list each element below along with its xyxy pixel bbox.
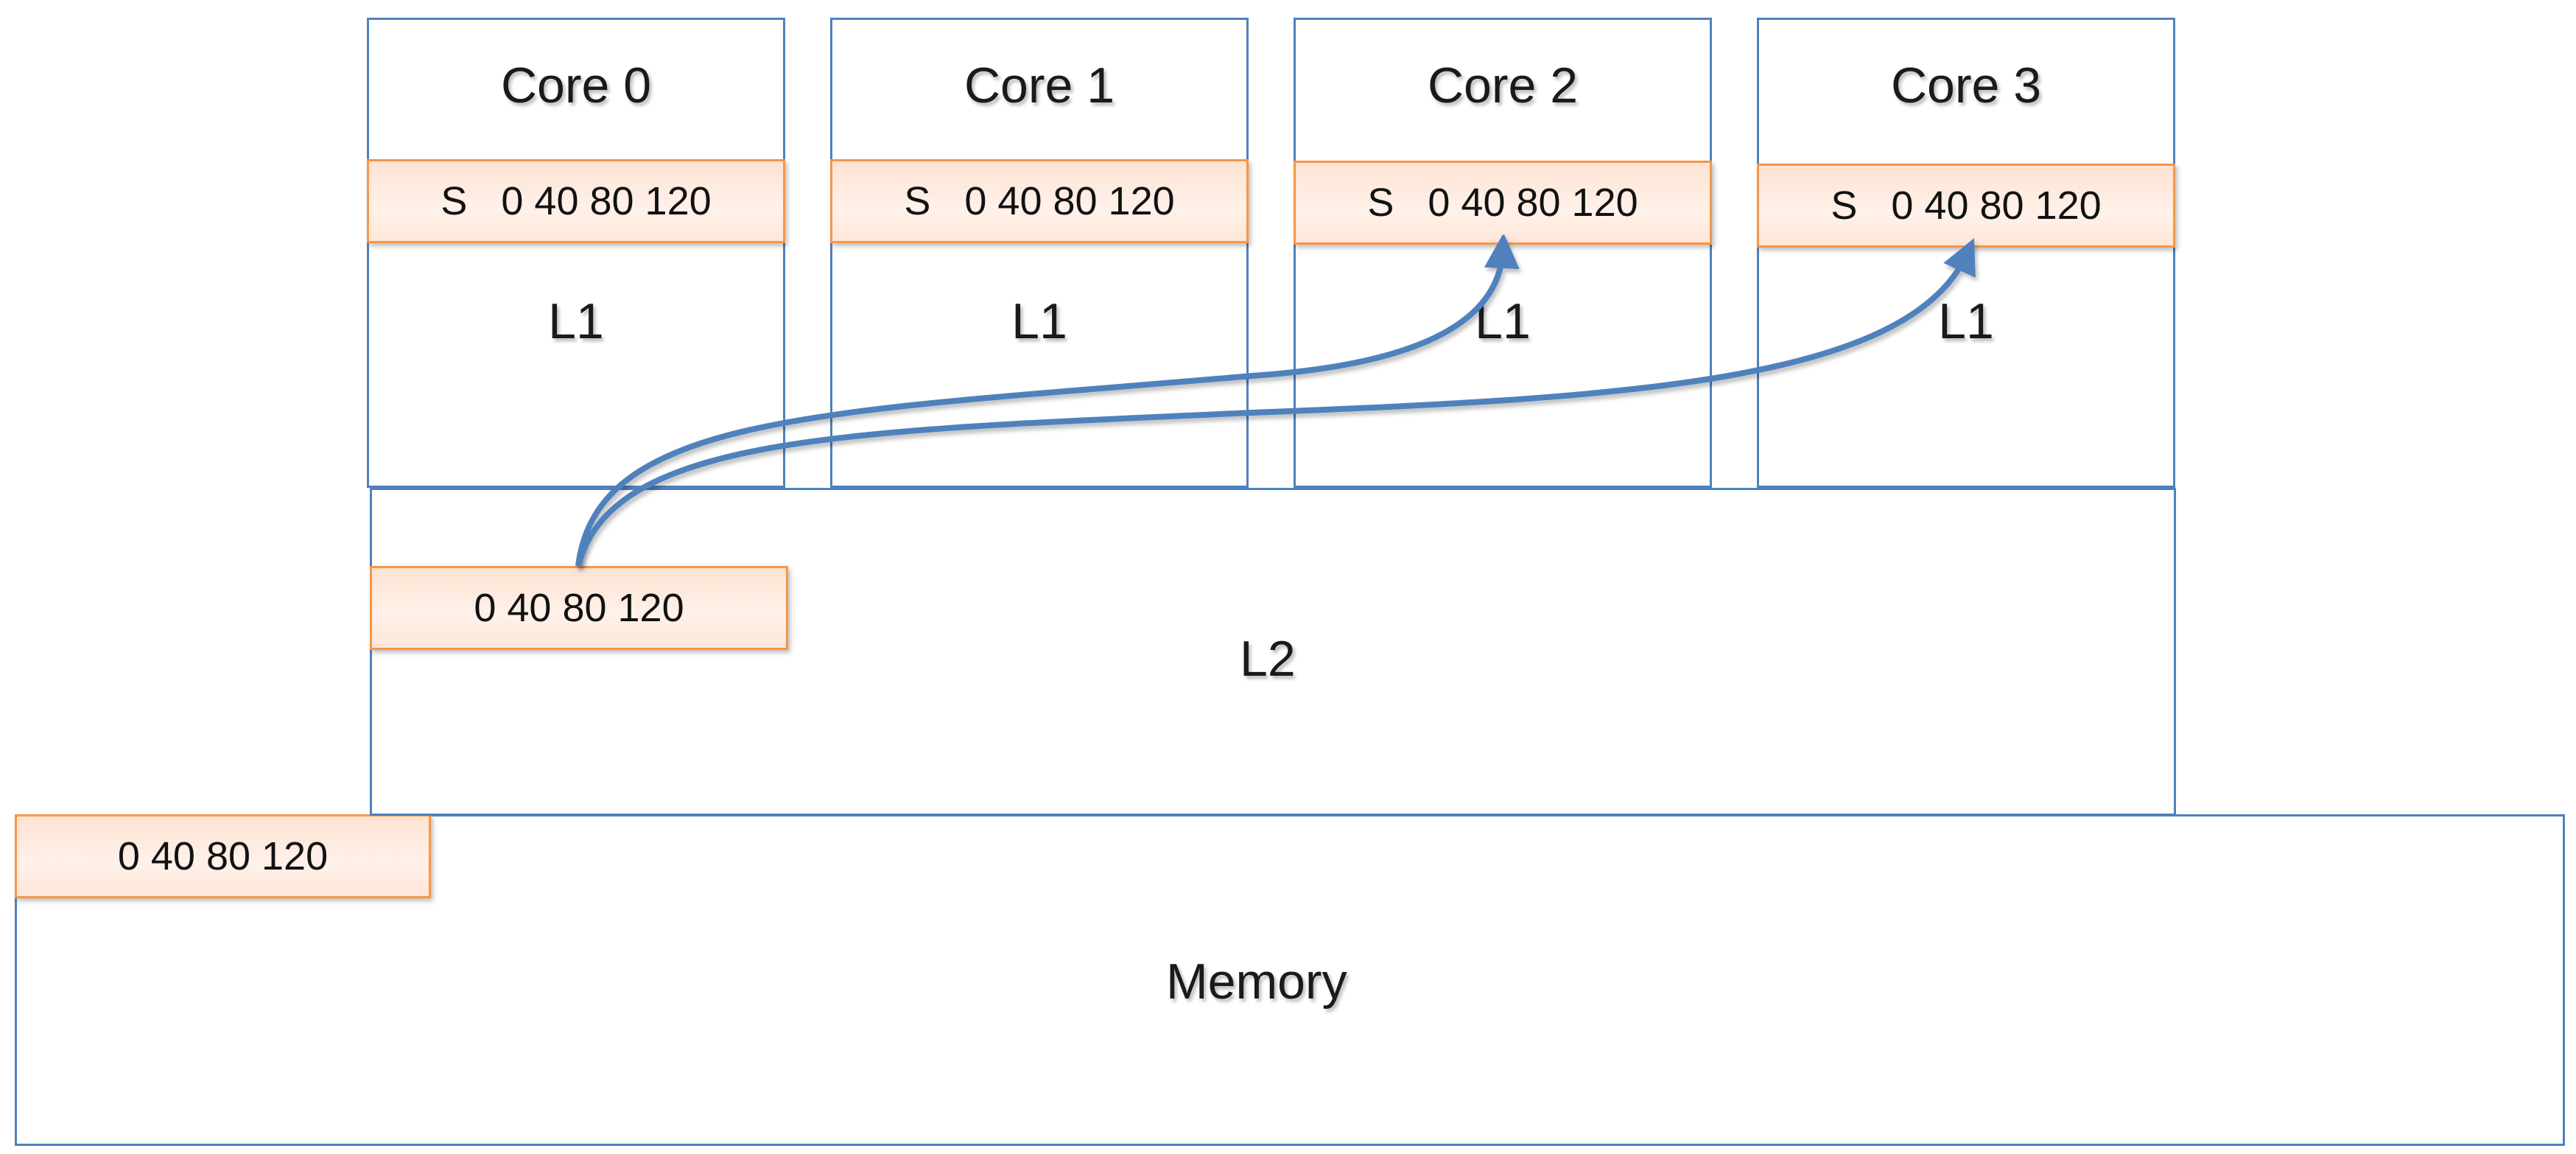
core-1-cache-line: S 0 40 80 120 xyxy=(830,159,1249,243)
core-1-l1-label: L1 xyxy=(1011,293,1067,349)
core-0-l1-label: L1 xyxy=(548,293,604,349)
l2-line-values: 0 40 80 120 xyxy=(474,586,684,630)
core-3-line-state: S xyxy=(1831,183,1858,228)
core-0-block: Core 0 L1 xyxy=(367,18,785,488)
core-1-block: Core 1 L1 xyxy=(830,18,1249,488)
core-2-title: Core 2 xyxy=(1427,57,1579,113)
core-3-cache-line: S 0 40 80 120 xyxy=(1757,164,2175,248)
core-0-line-state: S xyxy=(441,179,468,223)
core-2-l1-label: L1 xyxy=(1475,293,1531,349)
core-0-cache-line: S 0 40 80 120 xyxy=(367,159,785,243)
l2-cache-line: 0 40 80 120 xyxy=(370,566,788,650)
core-1-title: Core 1 xyxy=(964,57,1115,113)
core-1-line-values: 0 40 80 120 xyxy=(964,179,1175,223)
core-2-block: Core 2 L1 xyxy=(1294,18,1712,488)
memory-block: Memory xyxy=(15,814,2565,1146)
core-2-line-state: S xyxy=(1367,181,1394,225)
l2-cache-block: L2 xyxy=(370,488,2176,816)
core-3-block: Core 3 L1 xyxy=(1757,18,2175,488)
core-2-line-values: 0 40 80 120 xyxy=(1428,181,1638,225)
l2-label: L2 xyxy=(1240,631,1296,687)
core-1-line-state: S xyxy=(904,179,931,223)
core-0-line-values: 0 40 80 120 xyxy=(501,179,712,223)
memory-line-values: 0 40 80 120 xyxy=(117,834,329,878)
core-3-line-values: 0 40 80 120 xyxy=(1891,183,2102,228)
memory-cache-line: 0 40 80 120 xyxy=(15,814,431,898)
core-3-title: Core 3 xyxy=(1890,57,2042,113)
memory-label: Memory xyxy=(1166,954,1347,1010)
core-3-l1-label: L1 xyxy=(1938,293,1994,349)
core-0-title: Core 0 xyxy=(500,57,652,113)
core-2-cache-line: S 0 40 80 120 xyxy=(1294,161,1712,245)
